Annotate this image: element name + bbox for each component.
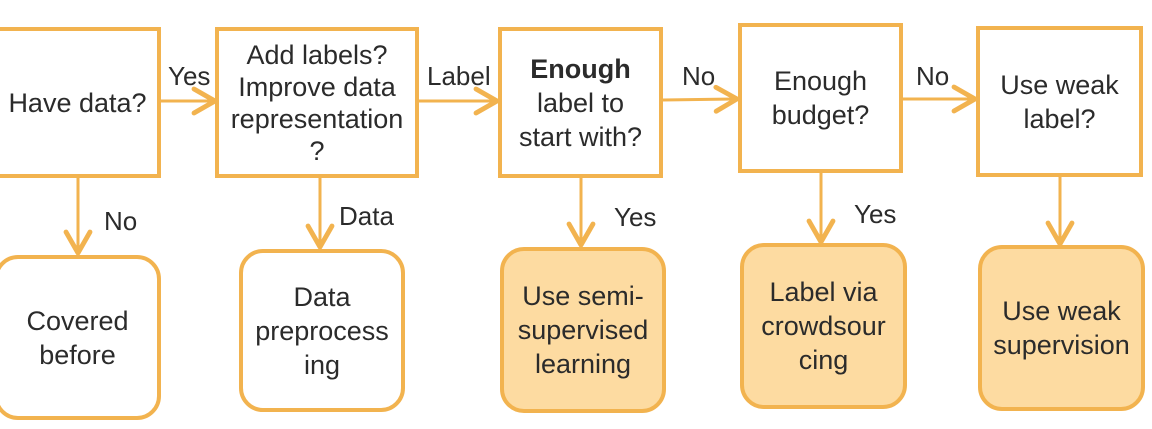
data-preprocessing-line-2: preprocess [255, 315, 389, 346]
covered-before-line-2: before [39, 339, 116, 370]
decision-add-labels: Add labels? Improve data representation … [215, 27, 419, 178]
edge-label-enough-label-yes: Yes [614, 202, 657, 232]
enough-label-line-1: Enough [530, 53, 631, 84]
weak-supervision-line-2: supervision [993, 330, 1130, 360]
decision-use-weak-label: Use weak label? [976, 26, 1143, 177]
semi-supervised-line-2: supervised [517, 315, 649, 345]
use-weak-label-line-2: label? [1023, 103, 1096, 134]
add-labels-line-1: Add labels? [246, 39, 388, 70]
add-labels-line-2: Improve data [238, 71, 396, 102]
data-preprocessing-line-3: ing [303, 349, 340, 380]
data-preprocessing-line-1: Data [293, 281, 351, 312]
outcome-weak-supervision: Use weak supervision [978, 245, 1145, 411]
outcome-semi-supervised: Use semi- supervised learning [500, 247, 666, 413]
decision-enough-label: Enough label to start with? [498, 27, 663, 178]
crowdsourcing-line-1: Label via [769, 277, 878, 307]
edge-label-add-labels-label: Label [427, 61, 491, 91]
add-labels-line-4: ? [309, 135, 325, 166]
crowdsourcing-line-3: cing [798, 345, 849, 375]
semi-supervised-line-3: learning [534, 349, 632, 379]
edge-label-add-labels-data: Data [339, 201, 394, 231]
enough-label-line-3: start with? [518, 121, 643, 152]
enough-budget-line-1: Enough [773, 66, 868, 96]
have-data-label: Have data? [8, 87, 147, 118]
edge-label-budget-no: No [916, 61, 950, 91]
outcome-data-preprocessing: Data preprocess ing [239, 249, 405, 412]
weak-supervision-line-1: Use weak [1002, 296, 1121, 326]
edge-label-budget-yes: Yes [854, 199, 897, 229]
edge-label-have-data-no: No [104, 206, 138, 236]
enough-label-line-2: label to [536, 87, 625, 118]
enough-budget-line-2: budget? [771, 100, 870, 130]
use-weak-label-line-1: Use weak [1000, 69, 1119, 100]
crowdsourcing-line-2: crowdsour [761, 311, 886, 341]
arrow-enough-label-to-budget [662, 84, 740, 114]
covered-before-line-1: Covered [26, 305, 129, 336]
semi-supervised-line-1: Use semi- [522, 281, 644, 311]
outcome-covered-before: Covered before [0, 255, 161, 420]
add-labels-line-3: representation [230, 103, 404, 134]
edge-label-have-data-yes: Yes [168, 61, 211, 91]
outcome-crowdsourcing: Label via crowdsour cing [740, 243, 907, 409]
decision-enough-budget: Enough budget? [738, 23, 903, 173]
edge-label-enough-label-no: No [682, 61, 716, 91]
decision-have-data: Have data? [0, 27, 161, 178]
